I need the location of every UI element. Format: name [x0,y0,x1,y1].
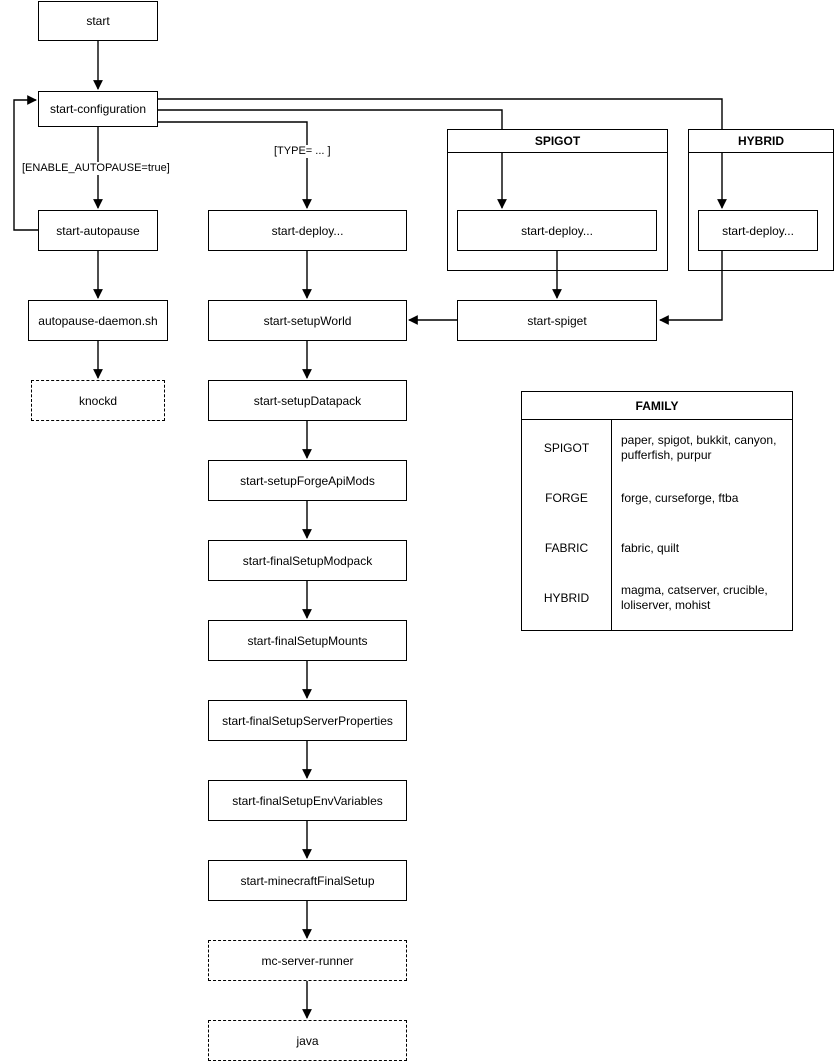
family-legend-value-spigot: paper, spigot, bukkit, canyon, pufferfis… [621,433,777,462]
family-legend-key-forge: FORGE [545,491,588,505]
family-legend-header: FAMILY [522,392,792,420]
family-legend-column-divider [611,420,612,631]
family-legend-key-spigot: SPIGOT [543,441,590,455]
node-autopause-daemon-sh-label: autopause-daemon.sh [38,313,158,328]
node-java-label: java [296,1033,319,1048]
node-start-finalsetupenvvariables[interactable]: start-finalSetupEnvVariables [208,780,407,821]
family-legend-value-forge: forge, curseforge, ftba [621,490,739,505]
node-start-setupworld[interactable]: start-setupWorld [208,300,407,341]
family-legend-value-hybrid: magma, catserver, crucible, loliserver, … [621,583,768,612]
family-legend-body: SPIGOT paper, spigot, bukkit, canyon, pu… [522,420,792,631]
node-start-deploy-spigot-label: start-deploy... [521,223,593,238]
node-knockd[interactable]: knockd [31,380,165,421]
node-start-finalsetupmounts-label: start-finalSetupMounts [247,633,368,648]
node-start-deploy-main-label: start-deploy... [271,223,344,238]
edge-label-enable-autopause: [ENABLE_AUTOPAUSE=true] [20,162,172,175]
node-start-autopause[interactable]: start-autopause [38,210,158,251]
node-start-minecraftfinalsetup[interactable]: start-minecraftFinalSetup [208,860,407,901]
node-start-label: start [86,14,110,28]
group-hybrid-label: HYBRID [737,134,784,148]
node-autopause-daemon-sh[interactable]: autopause-daemon.sh [28,300,168,341]
node-start-deploy-main[interactable]: start-deploy... [208,210,407,251]
node-start-setupworld-label: start-setupWorld [263,313,352,328]
node-start-autopause-label: start-autopause [56,223,140,238]
node-start-minecraftfinalsetup-label: start-minecraftFinalSetup [240,873,375,888]
node-start-deploy-spigot[interactable]: start-deploy... [457,210,657,251]
family-legend-row-hybrid: HYBRID magma, catserver, crucible, lolis… [522,573,792,623]
family-legend-row-spigot: SPIGOT paper, spigot, bukkit, canyon, pu… [522,423,792,473]
family-legend-table: FAMILY SPIGOT paper, spigot, bukkit, can… [521,391,793,631]
node-start-setupdatapack[interactable]: start-setupDatapack [208,380,407,421]
edge-label-enable-autopause-text: [ENABLE_AUTOPAUSE=true] [22,162,170,174]
node-start-setupdatapack-label: start-setupDatapack [253,393,362,408]
node-start-deploy-hybrid-label: start-deploy... [722,223,794,238]
node-knockd-label: knockd [78,393,118,408]
node-start-finalsetupmodpack-label: start-finalSetupModpack [242,553,373,568]
node-start-setupforgeapimods-label: start-setupForgeApiMods [240,473,375,488]
node-mc-server-runner-label: mc-server-runner [261,953,354,968]
family-legend-row-fabric: FABRIC fabric, quilt [522,523,792,573]
node-start-deploy-hybrid[interactable]: start-deploy... [698,210,818,251]
edge-configuration-to-deploy-main [158,121,312,209]
node-start-spiget-label: start-spiget [527,313,587,328]
family-legend-title: FAMILY [635,398,679,413]
node-start-finalsetupmounts[interactable]: start-finalSetupMounts [208,620,407,661]
node-start-finalsetupmodpack[interactable]: start-finalSetupModpack [208,540,407,581]
node-start-finalsetupserverproperties[interactable]: start-finalSetupServerProperties [208,700,407,741]
node-start-setupforgeapimods[interactable]: start-setupForgeApiMods [208,460,407,501]
node-java[interactable]: java [208,1020,407,1061]
group-spigot-title: SPIGOT [447,129,668,153]
node-start-configuration[interactable]: start-configuration [38,91,158,127]
node-start-configuration-label: start-configuration [49,102,147,116]
edge-label-type: [TYPE= ... ] [272,145,333,158]
family-legend-row-forge: FORGE forge, curseforge, ftba [522,473,792,523]
family-legend-key-hybrid: HYBRID [543,591,590,605]
family-legend-value-fabric: fabric, quilt [621,540,680,555]
node-start[interactable]: start [38,1,158,41]
group-hybrid-title: HYBRID [688,129,834,153]
edge-label-type-text: [TYPE= ... ] [274,145,331,157]
node-mc-server-runner[interactable]: mc-server-runner [208,940,407,981]
node-start-spiget[interactable]: start-spiget [457,300,657,341]
node-start-finalsetupserverproperties-label: start-finalSetupServerProperties [222,713,393,728]
family-legend-key-fabric: FABRIC [544,541,589,555]
group-spigot-label: SPIGOT [534,134,581,148]
node-start-finalsetupenvvariables-label: start-finalSetupEnvVariables [232,793,383,808]
